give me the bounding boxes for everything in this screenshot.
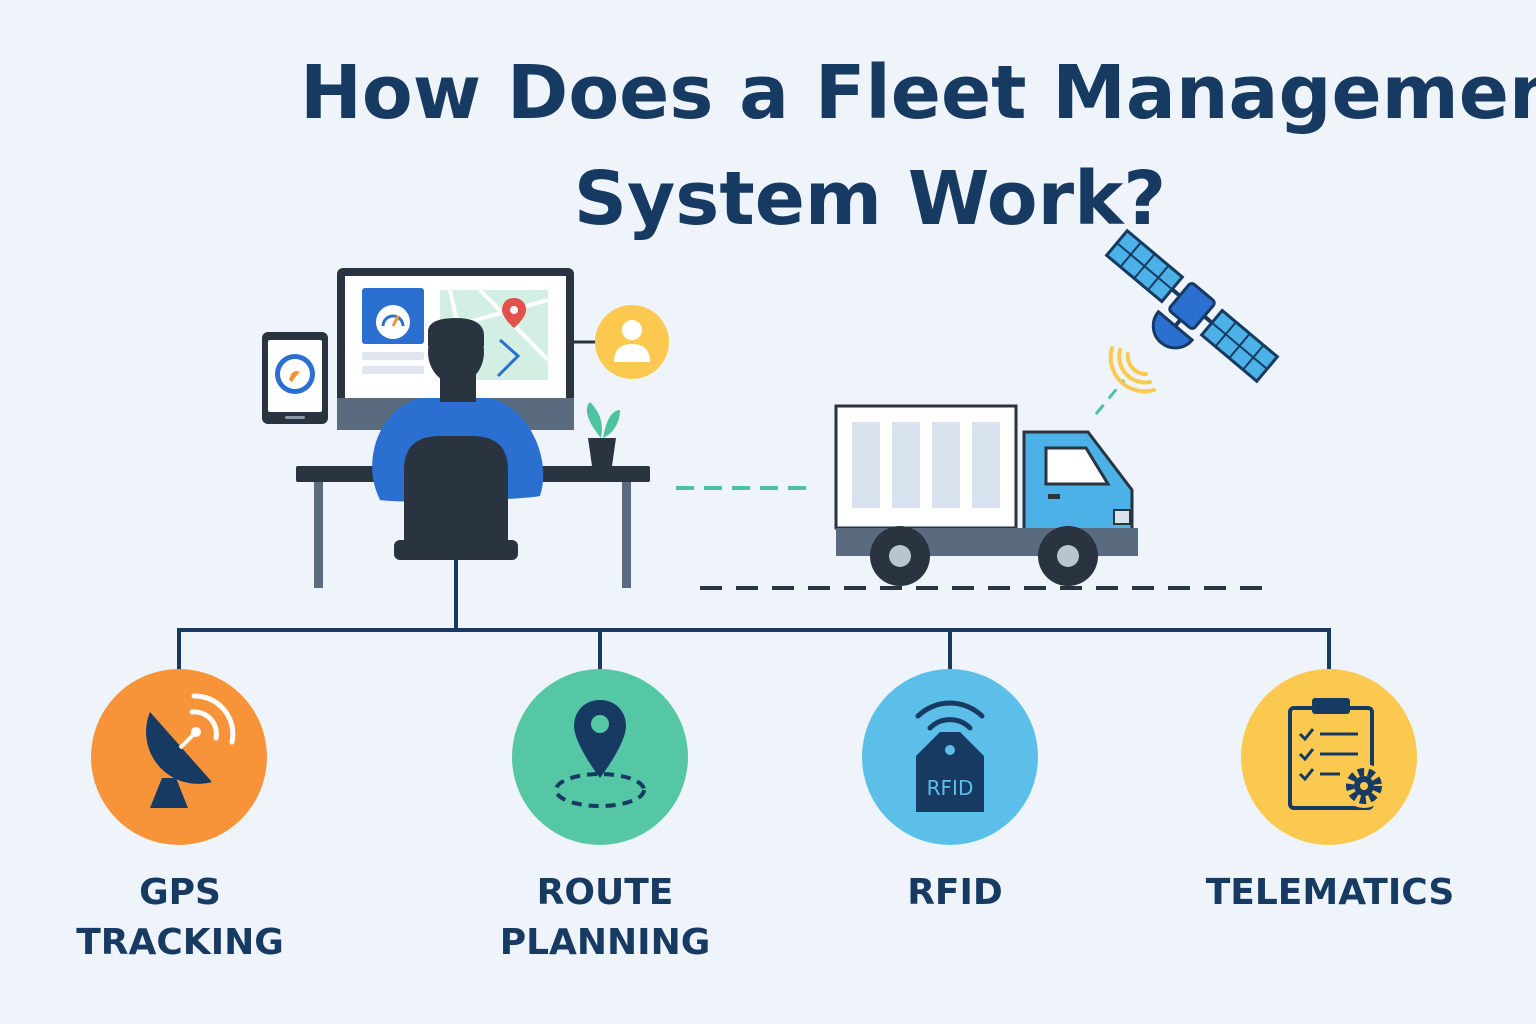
satellite-link-line <box>1094 379 1126 415</box>
satellite-icon <box>1104 228 1280 384</box>
plant-icon <box>586 402 620 466</box>
category-route-planning <box>512 669 688 845</box>
office-chair <box>394 436 518 560</box>
category-gps-tracking <box>91 669 267 845</box>
category-telematics <box>1241 669 1417 845</box>
label-gps-line-2: TRACKING <box>76 922 284 963</box>
label-rfid-line-1: RFID <box>907 872 1003 913</box>
rfid-tag-icon: RFID <box>915 700 985 812</box>
label-telematics-line-1: TELEMATICS <box>1205 872 1455 913</box>
label-rfid: RFID <box>815 868 1095 918</box>
tree-connector <box>177 560 1331 670</box>
category-rfid: RFID <box>862 669 1038 845</box>
signal-waves-icon <box>1108 346 1156 394</box>
rfid-tag-text: RFID <box>927 776 974 800</box>
label-gps-line-1: GPS <box>139 872 221 913</box>
clipboard-gear-icon <box>1288 698 1386 810</box>
page-title-line-2: System Work? <box>573 156 1167 242</box>
label-telematics: TELEMATICS <box>1170 868 1490 918</box>
label-route-planning: ROUTE PLANNING <box>465 868 745 968</box>
label-gps-tracking: GPS TRACKING <box>40 868 320 968</box>
telematics-circle <box>1241 669 1417 845</box>
user-avatar-icon <box>595 305 669 379</box>
truck-icon <box>834 404 1138 586</box>
tablet-icon <box>262 332 328 424</box>
page-title-line-1: How Does a Fleet Management <box>300 50 1536 136</box>
label-route-line-1: ROUTE <box>536 872 674 913</box>
satellite-dish-icon <box>146 693 236 808</box>
map-pin-icon <box>554 700 646 808</box>
label-route-line-2: PLANNING <box>499 922 711 963</box>
